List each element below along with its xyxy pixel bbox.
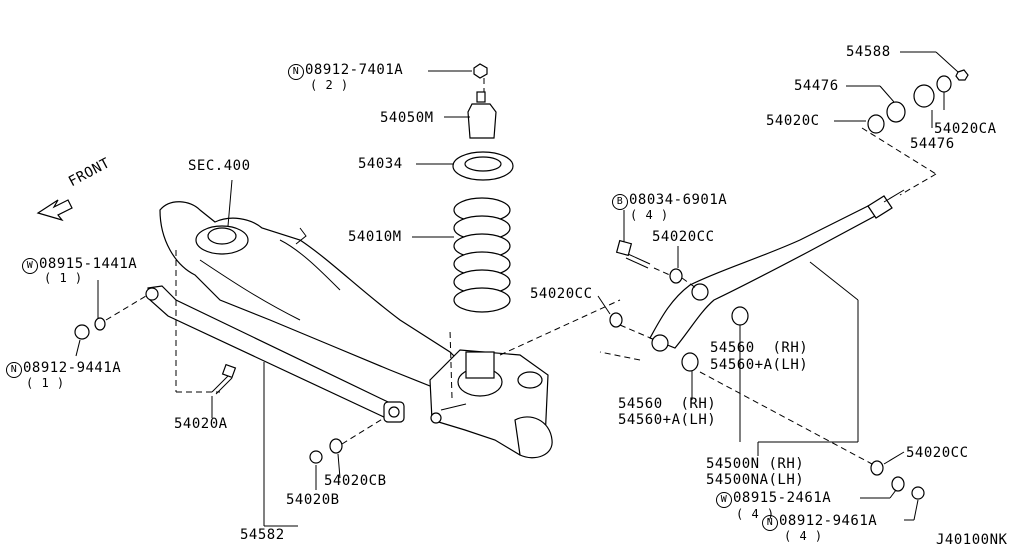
bolt-54020A	[211, 363, 237, 395]
label-54020CB: 54020CB	[324, 473, 387, 489]
n-symbol-icon: N	[288, 64, 304, 80]
nut-08912-7401A	[473, 63, 488, 79]
label-54020CA: 54020CA	[934, 121, 997, 137]
label-54582: 54582	[240, 527, 285, 543]
spring-seat-54034	[452, 151, 514, 181]
front-arrow-icon	[36, 199, 73, 222]
n-symbol-icon: N	[6, 362, 22, 378]
bushing-54476-b	[913, 84, 935, 108]
label-54020C: 54020C	[766, 113, 820, 129]
label-54010M: 54010M	[348, 229, 402, 245]
label-54560-upper-lh: 54560+A(LH)	[710, 357, 809, 373]
axle-end-hub	[429, 349, 553, 459]
sec-400-label: SEC.400	[188, 158, 251, 174]
qty-08915-1441A: ( 1 )	[44, 271, 83, 285]
washer-54020CC-b	[609, 312, 623, 328]
washer-54020CC-a	[669, 268, 683, 284]
label-54476-bottom: 54476	[910, 136, 955, 152]
bushing-54560-lower	[681, 352, 699, 372]
label-54500N-lh: 54500NA(LH)	[706, 472, 805, 488]
qty-08912-9461A: ( 4 )	[784, 529, 823, 543]
w-symbol-icon: W	[716, 492, 732, 508]
assembly-lines	[105, 78, 937, 465]
w-symbol-icon: W	[22, 258, 38, 274]
label-54560-upper-rh: 54560 (RH)	[710, 340, 809, 356]
label-54560-lower-lh: 54560+A(LH)	[618, 412, 717, 428]
washer-54020CB	[329, 438, 343, 454]
n-symbol-icon: N	[762, 515, 778, 531]
nut-54020B	[309, 450, 323, 464]
qty-08912-9441A: ( 1 )	[26, 376, 65, 390]
washer-54020CA	[936, 75, 952, 93]
label-54034: 54034	[358, 156, 403, 172]
label-54500N-rh: 54500N (RH)	[706, 456, 805, 472]
label-54050M: 54050M	[380, 110, 434, 126]
label-54588: 54588	[846, 44, 891, 60]
b-symbol-icon: B	[612, 194, 628, 210]
washer-08915-1441A	[94, 317, 106, 331]
bump-stopper-54050M	[467, 91, 497, 139]
axle-housing	[159, 201, 471, 391]
bolt-08034-6901A	[615, 239, 651, 269]
label-54020CC-b: 54020CC	[530, 286, 593, 302]
washer-08915-2461A	[891, 476, 905, 492]
label-54020B: 54020B	[286, 492, 340, 508]
qty-08034-6901A: ( 4 )	[630, 208, 669, 222]
leader-lines	[75, 51, 959, 527]
label-54020A: 54020A	[174, 416, 228, 432]
lateral-rod	[145, 285, 405, 423]
coil-spring-54010M	[453, 197, 511, 313]
diagram-code: J40100NK	[936, 532, 1008, 548]
nut-08912-9461A	[911, 486, 925, 500]
washer-54020C	[867, 114, 885, 134]
bushing-54560-upper	[731, 306, 749, 326]
bushing-54476-a	[886, 101, 906, 123]
washer-54020CC-c	[870, 460, 884, 476]
nut-54588	[955, 69, 969, 81]
label-54476-top: 54476	[794, 78, 839, 94]
label-54020CC-c: 54020CC	[906, 445, 969, 461]
label-54020CC-a: 54020CC	[652, 229, 715, 245]
link-arm-54500N	[649, 189, 905, 352]
label-54560-lower-rh: 54560 (RH)	[618, 396, 717, 412]
qty-08912-7401A: ( 2 )	[310, 78, 349, 92]
nut-08912-9441A	[74, 324, 90, 340]
qty-08915-2461A: ( 4 )	[736, 507, 775, 521]
